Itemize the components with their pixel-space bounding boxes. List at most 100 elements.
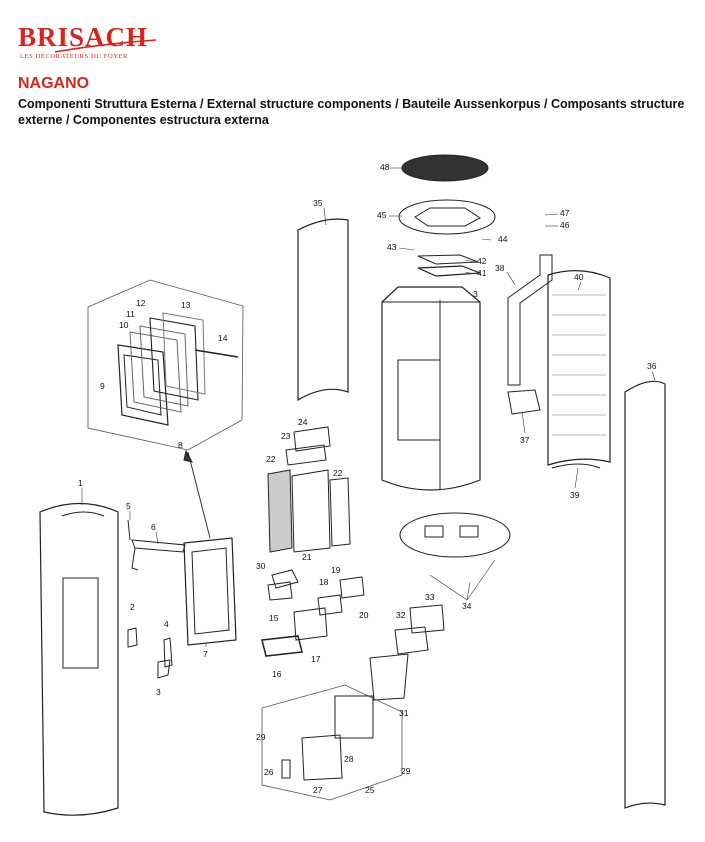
callout-1: 1 [78,478,83,488]
callout-26: 26 [264,767,274,777]
side-plate-22b [329,477,351,547]
front-panel-window [62,577,99,669]
door-glass-10 [129,331,182,413]
bottom-trim-39 [551,463,601,469]
door-glass-12 [149,317,199,401]
callout-45: 45 [377,210,387,220]
callout-9: 9 [100,381,105,391]
main-body-3 [381,286,481,491]
callout-23: 23 [281,431,291,441]
callout-24: 24 [298,417,308,427]
top-grill-48 [401,154,489,182]
logo-swoosh [54,39,157,53]
plate-42 [417,254,479,265]
callout-3a: 3 [156,687,161,697]
callout-22a: 22 [266,454,276,464]
callout-2: 2 [130,602,135,612]
door-7 [183,537,237,646]
plate-24 [293,426,331,452]
callout-48: 48 [380,162,390,172]
back-plate-21 [291,469,331,553]
callout-16: 16 [272,669,282,679]
hinge-2 [127,627,138,648]
callout-18: 18 [319,577,329,587]
callout-46: 46 [560,220,570,230]
callout-14: 14 [218,333,228,343]
inset-arrow-line [187,451,211,539]
callout-11: 11 [126,309,135,319]
latch-4 [163,637,173,668]
brand-tagline: LES DÉCORATEURS DU FOYER [20,53,129,60]
callout-19: 19 [331,565,341,575]
door-frame-9 [117,344,169,426]
door-gasket-11 [139,325,189,407]
rear-grid-40 [547,270,611,466]
callout-21: 21 [302,552,312,562]
part-16 [261,635,303,657]
callout-44: 44 [498,234,508,244]
front-panel-1 [39,502,119,816]
callout-33: 33 [425,592,435,602]
part-32 [394,626,429,655]
part-15 [267,581,293,601]
panel-28 [334,695,374,739]
callout-3b: 3 [473,289,478,299]
callout-27: 27 [313,785,323,795]
callout-35: 35 [313,198,323,208]
part-33 [409,604,445,634]
handle-26 [281,759,291,779]
callout-6: 6 [151,522,156,532]
callout-31: 31 [399,708,409,718]
callout-20: 20 [359,610,369,620]
callout-41: 41 [477,268,487,278]
callout-8: 8 [178,440,183,450]
callout-15: 15 [269,613,279,623]
callout-32: 32 [396,610,406,620]
callout-38: 38 [495,263,505,273]
part-17 [293,607,328,641]
callout-30: 30 [256,561,266,571]
door-bracket-13 [162,312,206,395]
callout-5: 5 [126,501,131,511]
firebox-opening [397,359,441,441]
callout-4: 4 [164,619,169,629]
part-19 [339,576,365,599]
page-subtitle: Componenti Struttura Esterna / External … [18,97,685,127]
callout-40: 40 [574,272,584,282]
callout-10: 10 [119,320,129,330]
callout-7: 7 [203,649,208,659]
inset-arrow-head [183,449,193,463]
part-18 [317,594,343,616]
callout-39: 39 [570,490,580,500]
callout-13: 13 [181,300,191,310]
plate-41 [417,265,481,277]
side-plate-22a [267,469,293,553]
fan-37 [507,389,541,415]
model-title: NAGANO [18,75,90,92]
callout-17: 17 [311,654,321,664]
callout-25: 25 [365,785,375,795]
callout-34: 34 [462,601,472,611]
callout-43: 43 [387,242,397,252]
part-30 [271,569,299,589]
hinge-pin-5 [127,519,131,541]
side-panel-36 [624,380,666,809]
door-rod-14 [194,349,239,358]
flue-pipe-38 [507,254,553,386]
side-panel-35 [297,218,349,402]
door-27 [301,734,343,781]
plate-23 [285,444,327,466]
base-plate [399,512,511,558]
callout-29b: 29 [401,766,411,776]
callout-47: 47 [560,208,570,218]
callout-28: 28 [344,754,354,764]
hinge-bracket-6 [131,539,186,553]
bottom-inset-frame [261,684,403,801]
callout-36: 36 [647,361,657,371]
top-plate-45 [398,199,496,235]
door-inset-frame [87,279,244,451]
latch-3 [157,659,171,679]
ash-drawer-31 [369,653,409,701]
callout-42: 42 [477,256,487,266]
callout-12: 12 [136,298,146,308]
